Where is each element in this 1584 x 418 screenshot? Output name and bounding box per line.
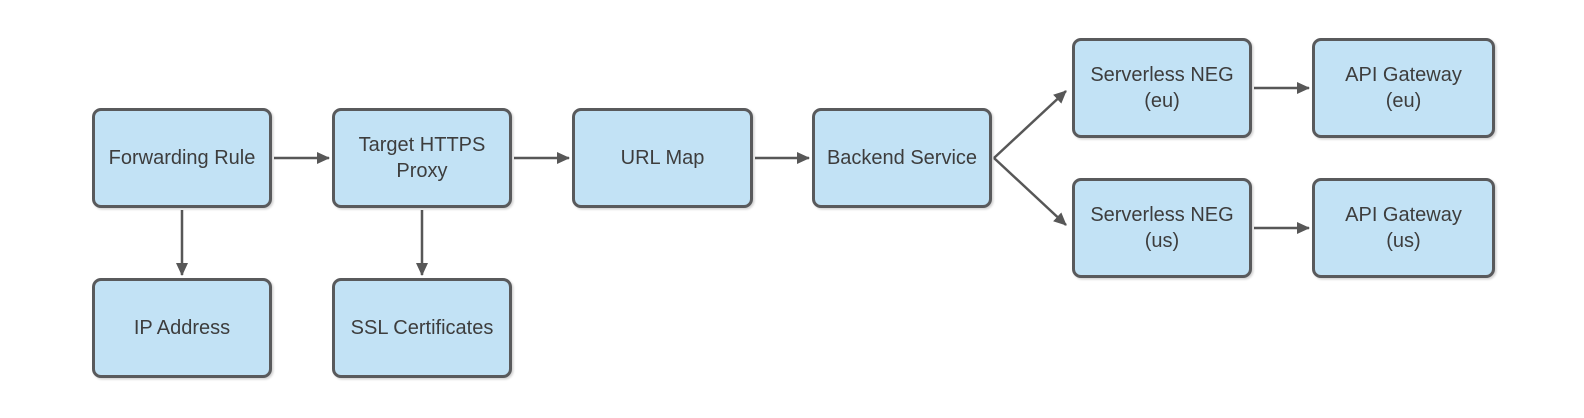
node-serverless-neg-us: Serverless NEG (us) xyxy=(1072,178,1252,278)
node-ip-address: IP Address xyxy=(92,278,272,378)
node-forwarding-rule: Forwarding Rule xyxy=(92,108,272,208)
node-url-map: URL Map xyxy=(572,108,753,208)
node-backend-service: Backend Service xyxy=(812,108,992,208)
node-target-https-proxy: Target HTTPS Proxy xyxy=(332,108,512,208)
node-serverless-neg-us-label: Serverless NEG (us) xyxy=(1090,204,1234,252)
node-serverless-neg-eu: Serverless NEG (eu) xyxy=(1072,38,1252,138)
arrow-backend-service-to-serverless-neg-eu xyxy=(993,90,1067,159)
node-ip-address-label: IP Address xyxy=(133,317,231,339)
node-forwarding-rule-label: Forwarding Rule xyxy=(108,147,256,169)
node-ssl-certificates: SSL Certificates xyxy=(332,278,512,378)
node-serverless-neg-eu-label: Serverless NEG (eu) xyxy=(1090,64,1234,112)
node-backend-service-label: Backend Service xyxy=(826,147,978,169)
node-api-gateway-us-label: API Gateway (us) xyxy=(1345,204,1462,252)
node-target-https-proxy-label: Target HTTPS Proxy xyxy=(358,134,486,182)
node-ssl-certificates-label: SSL Certificates xyxy=(350,317,494,339)
node-api-gateway-eu: API Gateway (eu) xyxy=(1312,38,1495,138)
node-url-map-label: URL Map xyxy=(620,147,705,169)
node-api-gateway-us: API Gateway (us) xyxy=(1312,178,1495,278)
arrow-backend-service-to-serverless-neg-us xyxy=(993,157,1067,226)
node-api-gateway-eu-label: API Gateway (eu) xyxy=(1345,64,1462,112)
